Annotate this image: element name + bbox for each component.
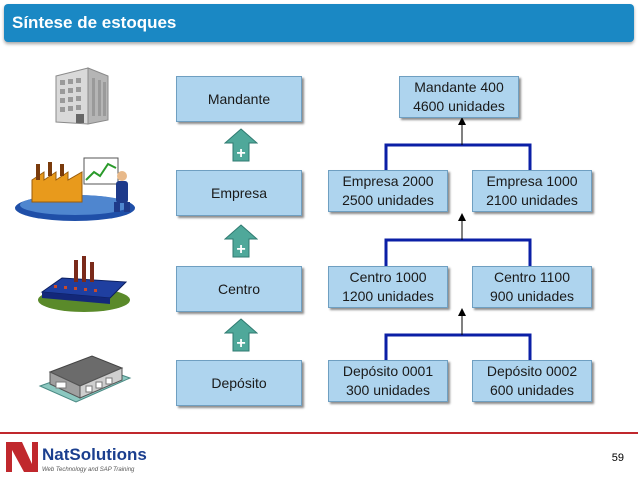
level-mandante-box: Mandante xyxy=(176,76,302,122)
node-name: Centro 1000 xyxy=(349,269,427,285)
node-quantity: 900 unidades xyxy=(489,288,575,304)
svg-text:+: + xyxy=(236,145,245,162)
node-centro-1100: Centro 1100 900 unidades xyxy=(472,266,592,308)
node-quantity: 2500 unidades xyxy=(342,192,434,208)
footer-divider xyxy=(0,432,638,434)
level-centro-label: Centro xyxy=(217,280,261,297)
svg-text:Web Technology and SAP Trainin: Web Technology and SAP Training xyxy=(42,467,135,473)
node-quantity: 2100 unidades xyxy=(486,192,578,208)
building-icon xyxy=(55,67,109,125)
level-mandante-label: Mandante xyxy=(207,90,271,107)
page-number: 59 xyxy=(611,452,624,464)
plus-arrow-icon: + xyxy=(224,224,258,258)
svg-text:NatSolutions: NatSolutions xyxy=(42,445,147,464)
svg-text:+: + xyxy=(236,335,245,352)
level-deposito-label: Depósito xyxy=(211,374,267,391)
node-name: Empresa 1000 xyxy=(486,173,578,189)
node-name: Depósito 0001 xyxy=(342,363,434,379)
page-title: Síntese de estoques xyxy=(4,4,634,42)
natsolutions-logo: NatSolutions Web Technology and SAP Trai… xyxy=(6,442,147,473)
node-quantity: 4600 unidades xyxy=(413,98,505,114)
plus-arrow-icon: + xyxy=(224,318,258,352)
level-empresa-label: Empresa xyxy=(210,184,268,201)
node-name: Centro 1100 xyxy=(493,269,570,285)
node-empresa-1000: Empresa 1000 2100 unidades xyxy=(472,170,592,212)
node-name: Empresa 2000 xyxy=(342,173,434,189)
node-quantity: 300 unidades xyxy=(345,382,431,398)
plant-icon xyxy=(38,256,130,312)
level-empresa-box: Empresa xyxy=(176,170,302,216)
node-deposito-0002: Depósito 0002 600 unidades xyxy=(472,360,592,402)
node-name: Mandante 400 xyxy=(414,79,504,95)
level-deposito-box: Depósito xyxy=(176,360,302,406)
level-centro-box: Centro xyxy=(176,266,302,312)
node-quantity: 1200 unidades xyxy=(342,288,434,304)
node-quantity: 600 unidades xyxy=(489,382,575,398)
warehouse-icon xyxy=(38,355,132,403)
node-centro-1000: Centro 1000 1200 unidades xyxy=(328,266,448,308)
node-deposito-0001: Depósito 0001 300 unidades xyxy=(328,360,448,402)
factory-worker-icon xyxy=(15,157,135,221)
node-empresa-2000: Empresa 2000 2500 unidades xyxy=(328,170,448,212)
node-mandante-400: Mandante 400 4600 unidades xyxy=(399,76,519,118)
node-name: Depósito 0002 xyxy=(486,363,578,379)
plus-arrow-icon: + xyxy=(224,128,258,162)
svg-text:+: + xyxy=(236,241,245,258)
